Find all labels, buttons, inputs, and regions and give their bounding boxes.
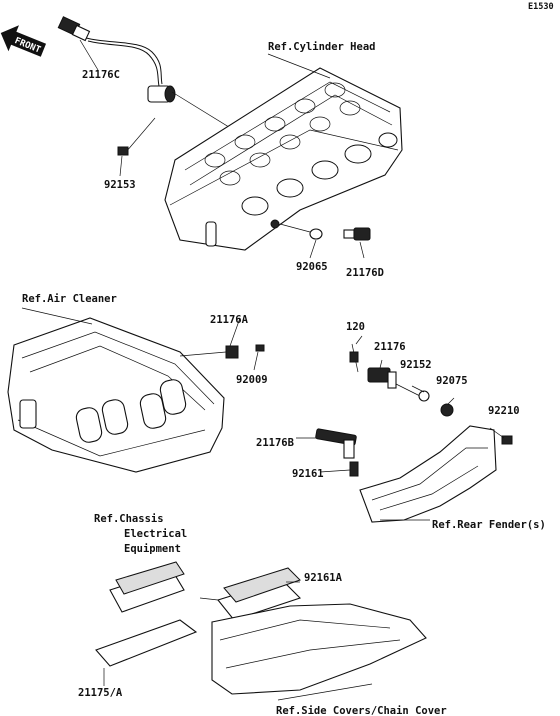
grommet-92152 (395, 383, 430, 402)
grommet-92075 (440, 403, 454, 417)
label-21176b: 21176B (256, 437, 294, 449)
label-ref-air-cleaner: Ref.Air Cleaner (22, 293, 117, 305)
rear-fender-bracket (359, 425, 497, 523)
label-21176c: 21176C (82, 69, 120, 81)
bolt-92153 (117, 117, 156, 156)
label-ref-chassis-2: Electrical (124, 528, 187, 540)
sensor-21176d (343, 227, 371, 241)
diagram-code: E1530 (528, 2, 554, 12)
sensor-21176c (57, 16, 176, 103)
label-92161: 92161 (292, 468, 324, 480)
cylinder-head (164, 67, 403, 251)
label-21176: 21176 (374, 341, 406, 353)
label-ref-chassis-1: Ref.Chassis (94, 513, 164, 525)
label-92153: 92153 (104, 179, 136, 191)
sensor-21176 (367, 367, 397, 389)
label-21176a: 21176A (210, 314, 249, 326)
label-120: 120 (346, 321, 365, 333)
front-arrow-icon: FRONT (0, 25, 47, 57)
label-92009: 92009 (236, 374, 268, 386)
label-ref-cylinder-head: Ref.Cylinder Head (268, 41, 375, 53)
clip-92161 (349, 461, 359, 477)
bolt-120 (349, 343, 359, 373)
side-cover (211, 603, 427, 695)
module-21175a-lower (95, 619, 198, 667)
label-ref-side-covers: Ref.Side Covers/Chain Cover (276, 705, 447, 716)
screw-92009 (255, 344, 265, 352)
leader-lines (21, 39, 505, 701)
label-92065: 92065 (296, 261, 328, 273)
label-ref-chassis-3: Equipment (124, 543, 181, 555)
air-cleaner (7, 317, 225, 473)
label-92210: 92210 (488, 405, 520, 417)
label-92152: 92152 (400, 359, 432, 371)
leader-module (199, 597, 219, 601)
nut-92210 (501, 435, 513, 445)
sensor-21176b (315, 428, 357, 459)
label-92161a: 92161A (304, 572, 343, 584)
sensor-21176a (179, 345, 239, 359)
module-21175a-upper (109, 561, 185, 613)
label-ref-rear-fender: Ref.Rear Fender(s) (432, 519, 546, 531)
label-92075: 92075 (436, 375, 468, 387)
washer-92065 (279, 223, 323, 240)
module-92161a (217, 567, 302, 621)
label-21175a: 21175/A (78, 687, 123, 699)
label-21176d: 21176D (346, 267, 384, 279)
